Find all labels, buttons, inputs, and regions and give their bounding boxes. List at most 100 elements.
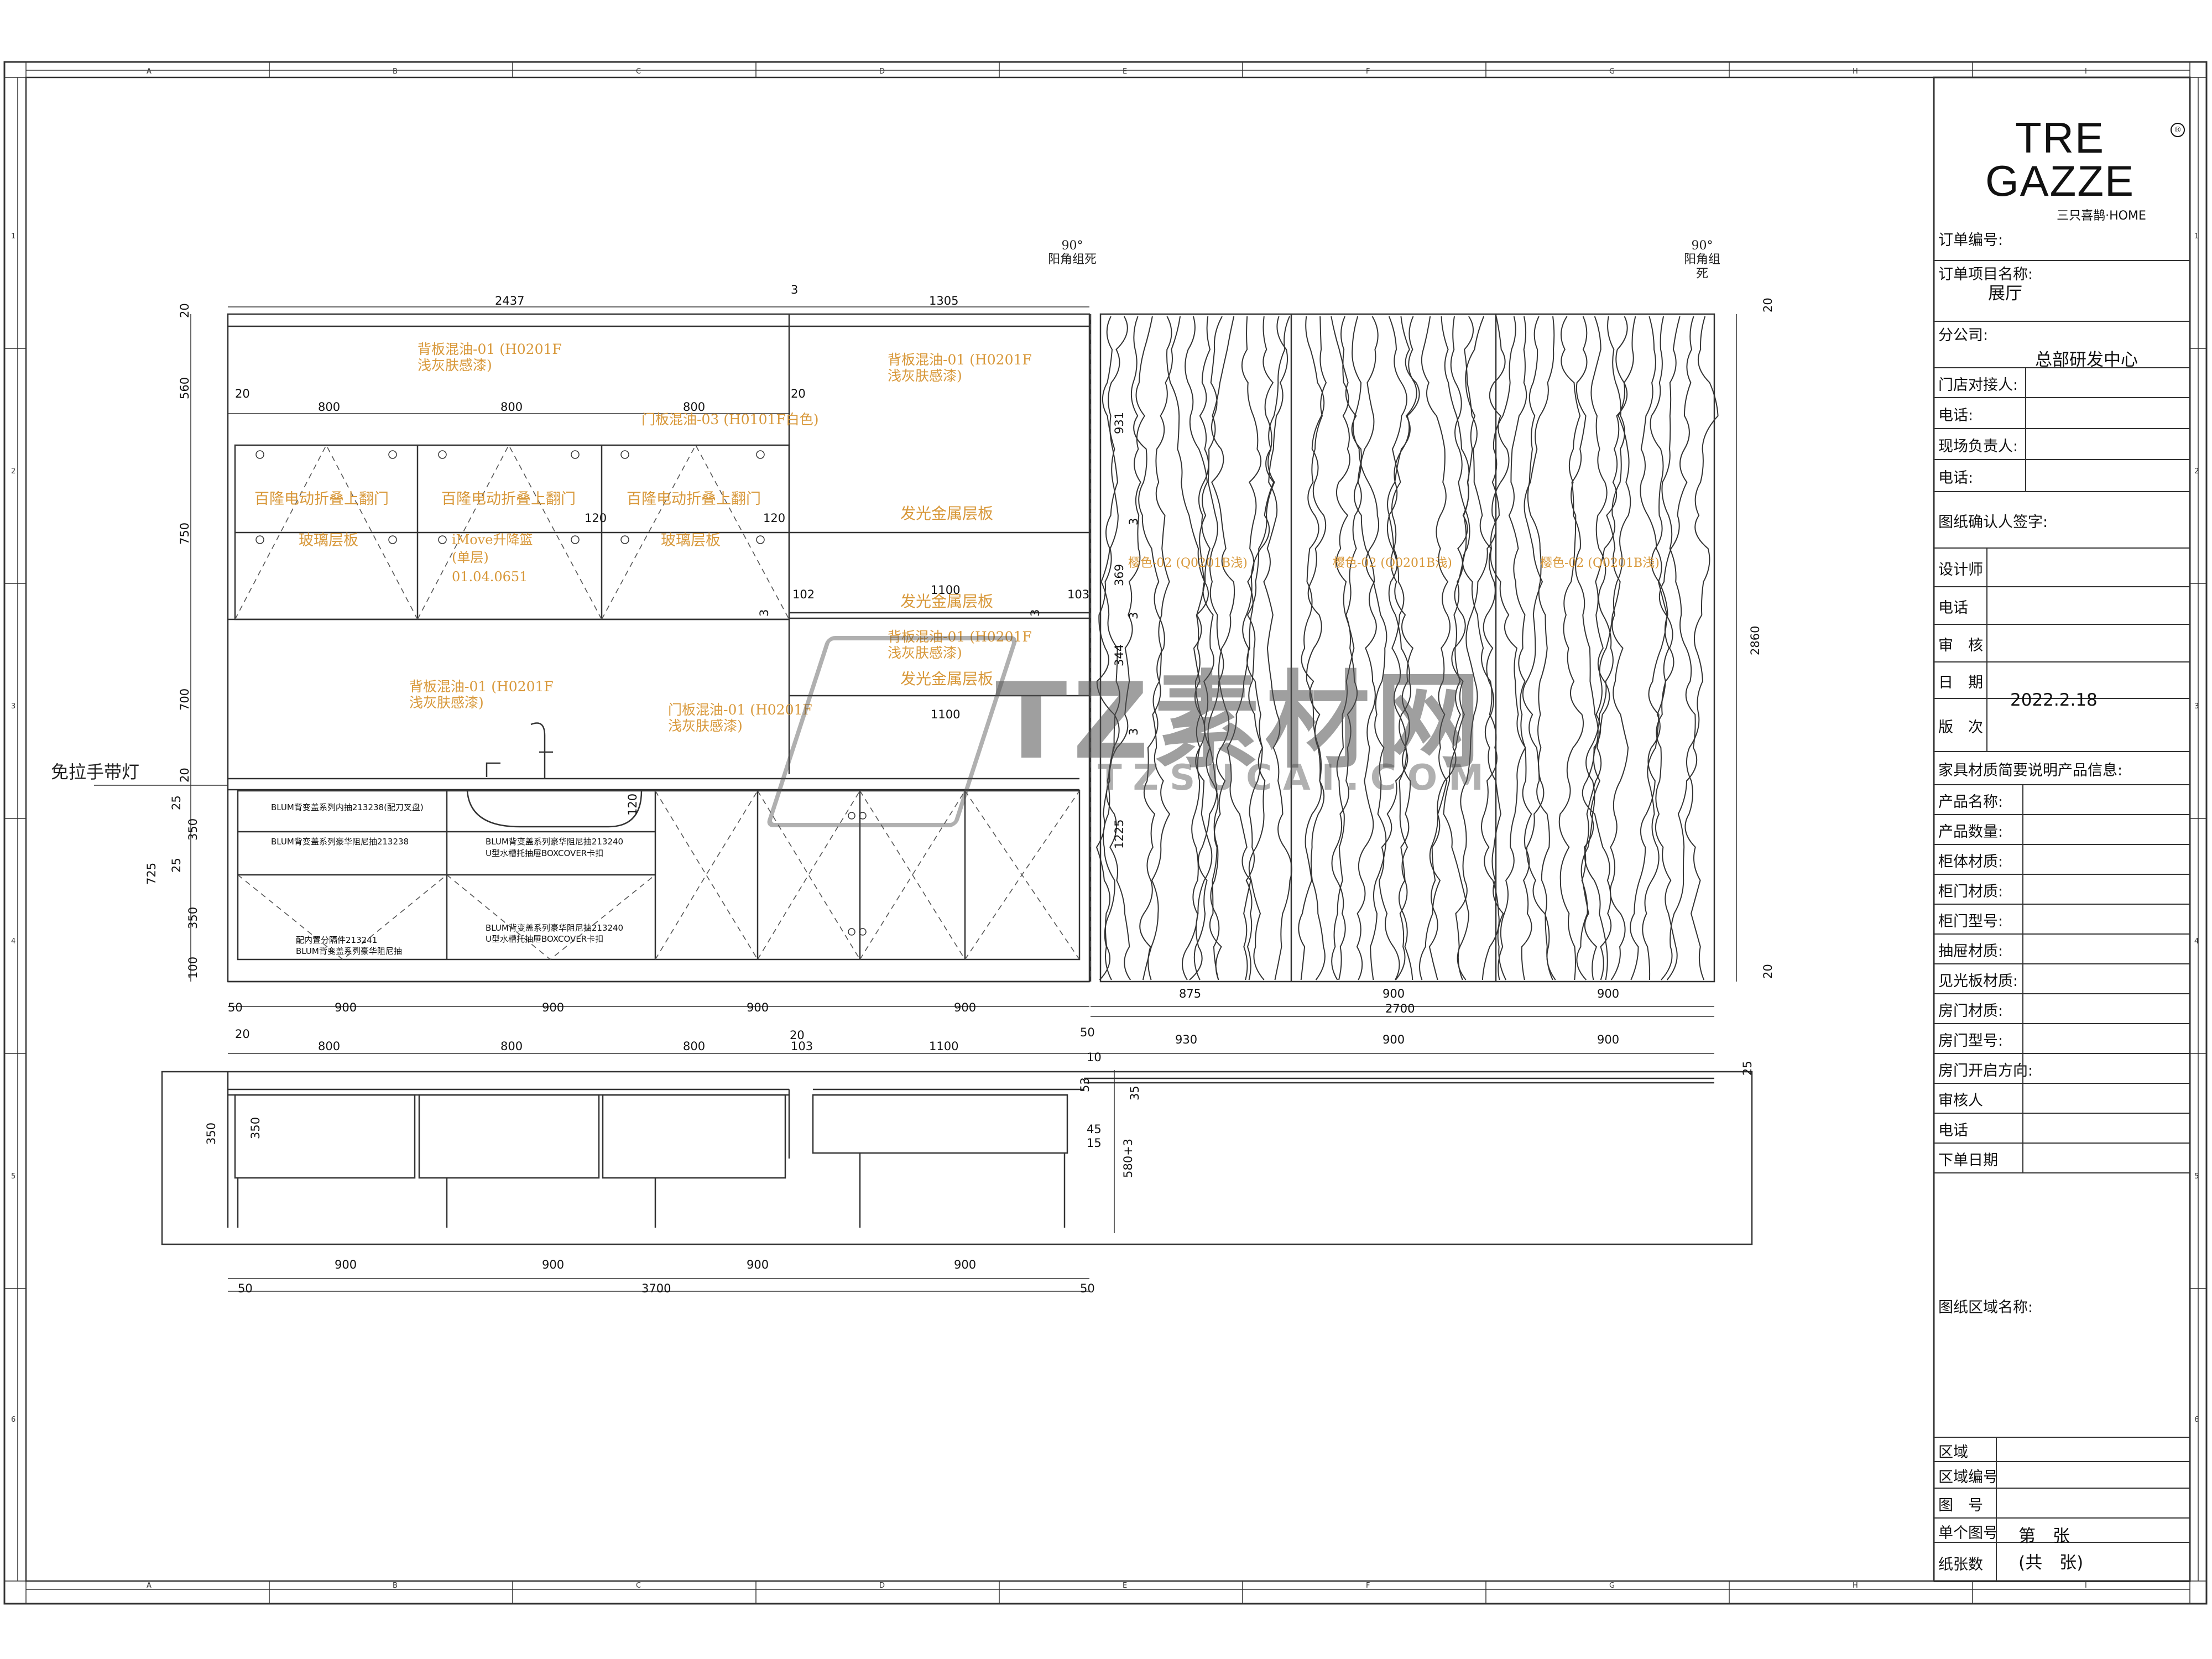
annotation-blum-2: BLUM背变盖系列豪华阻尼抽213238 [271, 837, 409, 847]
dimension-plan-45: 45 [1087, 1123, 1102, 1136]
dimension-mid-103: 103 [1067, 588, 1090, 601]
wood-grain-line [1298, 316, 1327, 980]
wood-grain-line [1301, 316, 1327, 980]
wood-grain-line [1386, 316, 1417, 980]
brand-subtitle: 三只喜鹊·HOME [2057, 209, 2146, 223]
grid-number-1-right: 1 [2194, 232, 2199, 241]
annotation-blum-5a: BLUM背变盖系列豪华阻尼抽213240 [486, 923, 624, 933]
dimension-plan-900-a: 900 [1383, 1033, 1405, 1046]
annotation-metal-shelf-2: 发光金属层板 [900, 592, 994, 611]
title-row-label: 分公司: [1938, 327, 1989, 344]
dimension-base-900-a: 900 [335, 1001, 357, 1014]
title-row: 房门型号: [1934, 1023, 2190, 1054]
dimension-bottom-900-b: 900 [542, 1258, 565, 1271]
dimension-mid-1100-a: 1100 [931, 583, 961, 597]
grid-letter-b-bot: B [393, 1582, 398, 1590]
dimension-h-560: 560 [178, 377, 191, 399]
dimension-upper-800-c: 800 [683, 400, 706, 414]
title-row: 订单项目名称: [1934, 260, 2190, 322]
grid-number-5-left: 5 [11, 1172, 16, 1181]
wood-grain-line [1443, 316, 1485, 980]
grid-letter-g-top: G [1609, 67, 1615, 76]
dimension-h-350-b: 350 [186, 906, 200, 929]
wood-grain-line [1609, 316, 1636, 980]
wood-grain-line [1655, 316, 1694, 980]
grid-letter-i-bot: I [2085, 1582, 2087, 1590]
title-row-label: 电话 [1938, 599, 1968, 617]
title-row-divider [2022, 1053, 2023, 1083]
grid-letter-b-top: B [393, 67, 398, 76]
annotation-corner-left: 90° 阳角组死 [1048, 239, 1097, 267]
dimension-h-120-b: 120 [763, 512, 786, 525]
title-row-label: 抽屉材质: [1938, 943, 2004, 960]
title-row: 审核人 [1934, 1083, 2190, 1114]
title-row: 家具材质简要说明产品信息: [1934, 751, 2190, 785]
dimension-h-350-a: 350 [186, 818, 200, 841]
title-row-divider [2022, 1142, 2023, 1172]
title-row-divider [1986, 624, 1987, 661]
wood-grain-line [1139, 316, 1181, 980]
dimension-plan-1100: 1100 [929, 1040, 959, 1053]
title-row-label: 纸张数 [1938, 1556, 1983, 1573]
title-row: 电话 [1934, 586, 2190, 625]
title-row-label: 日 期 [1938, 674, 1983, 691]
annotation-glass-shelf-2: 玻璃层板 [661, 532, 721, 549]
dimension-wall-875: 875 [1179, 987, 1202, 1000]
title-row-label: 现场负责人: [1938, 438, 2018, 455]
grid-letter-i-top: I [2085, 67, 2087, 76]
annotation-lift-door-3: 百隆电动折叠上翻门 [627, 491, 761, 508]
title-row-divider [2022, 1023, 2023, 1053]
dimension-base-900-b: 900 [542, 1001, 565, 1014]
dimension-h-120-c: 120 [626, 793, 639, 816]
title-row-label: 订单编号: [1938, 232, 2004, 249]
title-row: 电话 [1934, 1113, 2190, 1144]
title-row-label: 见光板材质: [1938, 973, 2018, 990]
dimension-wall-20-top: 20 [1761, 298, 1775, 312]
grid-letter-a-top: A [147, 67, 152, 76]
grid-number-3-left: 3 [11, 702, 16, 711]
dimension-bottom-900-c: 900 [747, 1258, 769, 1271]
title-row-label: 图纸确认人签字: [1938, 514, 2048, 531]
title-row-divider [1986, 547, 1987, 586]
grid-number-6-right: 6 [2194, 1416, 2199, 1424]
grid-letter-h-bot: H [1853, 1582, 1858, 1590]
dimension-plan-10: 10 [1087, 1051, 1102, 1064]
annotation-wood-1: 樱色-02 (Q0201B浅) [1128, 556, 1248, 570]
wood-grain-line [1096, 316, 1120, 980]
dimension-plan-20-b: 20 [790, 1029, 805, 1042]
title-row-divider [2025, 367, 2026, 397]
title-row-label: 图纸区域名称: [1938, 1299, 2033, 1316]
wood-grain-line [1584, 316, 1625, 980]
dimension-wall-3a: 3 [1127, 518, 1140, 525]
grid-letter-f-bot: F [1366, 1582, 1370, 1590]
dimension-wall-900-b: 900 [1597, 987, 1620, 1000]
annotation-imove-3: 01.04.0651 [452, 569, 528, 585]
wood-grain-line [1379, 316, 1414, 980]
title-row: 区域编号 [1934, 1461, 2190, 1489]
dimension-mid-102: 102 [792, 588, 815, 601]
grid-number-2-right: 2 [2194, 467, 2199, 476]
dimension-bottom-3700: 3700 [641, 1282, 671, 1295]
title-row-divider [2022, 963, 2023, 993]
wood-grain-line [1331, 316, 1355, 980]
dimension-mid-3a: 3 [758, 609, 771, 617]
title-row-value: 展厅 [1988, 284, 2022, 304]
dimension-plan-800-c: 800 [683, 1040, 706, 1053]
dimension-plan-900-b: 900 [1597, 1033, 1620, 1046]
dimension-plan-800-a: 800 [318, 1040, 341, 1053]
dimension-plan-25: 25 [1741, 1061, 1754, 1076]
wood-grain-line [1428, 316, 1470, 980]
brand-logo: TRE GAZZE 三只喜鹊·HOME ® [1938, 113, 2185, 223]
dimension-h-750: 750 [178, 522, 191, 545]
title-row-label: 电话: [1938, 407, 1974, 424]
title-row-divider [2022, 874, 2023, 904]
grid-letter-a-bot: A [147, 1582, 152, 1590]
wood-grain-line [1166, 316, 1213, 980]
grid-letter-h-top: H [1853, 67, 1858, 76]
brand-name: TRE GAZZE [1985, 113, 2135, 205]
title-row-label: 门店对接人: [1938, 377, 2018, 394]
wood-grain-line [1419, 316, 1451, 980]
dimension-plan-930: 930 [1175, 1033, 1198, 1046]
annotation-blum-1: BLUM背变盖系列内抽213238(配刀叉盘) [271, 802, 424, 812]
dimension-wall-369: 369 [1113, 564, 1126, 586]
